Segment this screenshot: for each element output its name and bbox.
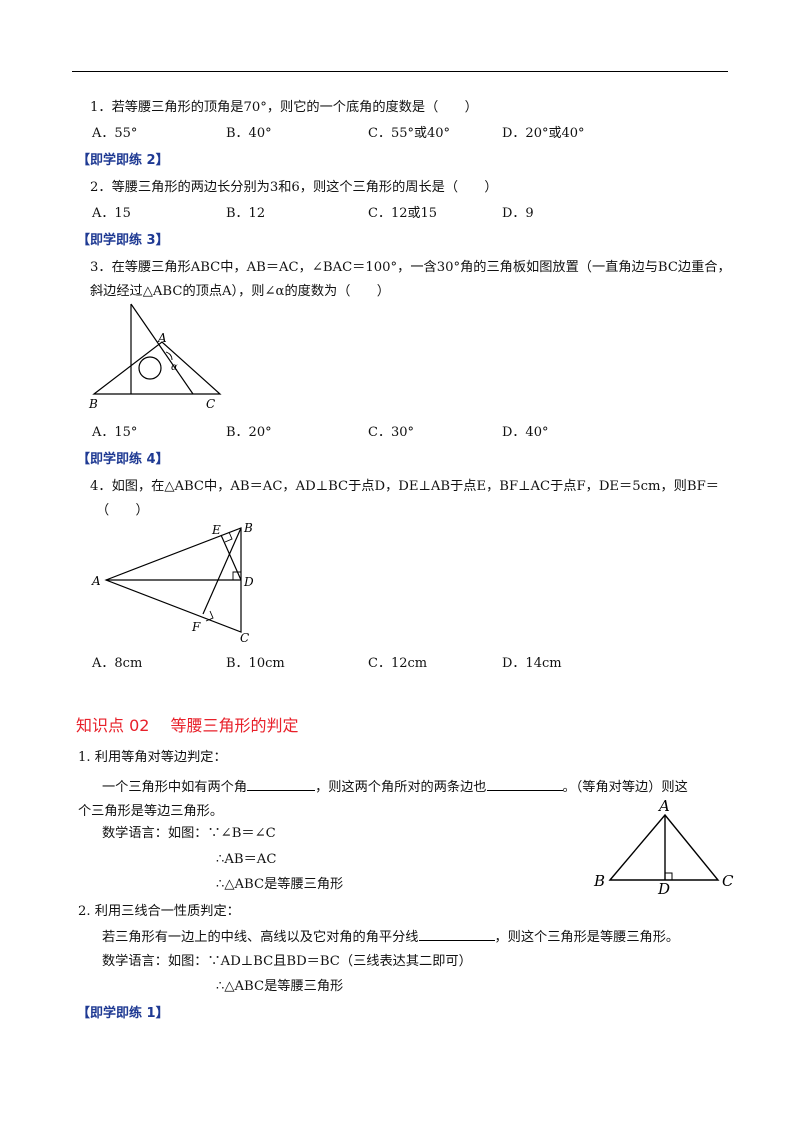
section-02-item1-step3: ∴△ABC是等腰三角形 — [216, 877, 344, 892]
section-02-item1-lang: 数学语言：如图：∵∠B＝∠C — [102, 826, 276, 841]
q3-option-d: D．40° — [502, 425, 549, 440]
q3-label-alpha: α — [171, 362, 178, 373]
item1-text-c: 。（等角对等边）则这 — [562, 780, 688, 795]
header-rule — [72, 71, 728, 72]
q2-option-c: C．12或15 — [368, 206, 438, 221]
q4-label-f: F — [191, 620, 201, 634]
section-02-item1-step2: ∴AB＝AC — [216, 852, 277, 867]
q1-option-d: D．20°或40° — [502, 126, 585, 141]
q3-alpha-arc — [165, 351, 173, 361]
practice-heading-1: 【即学即练 1】 — [77, 1006, 169, 1021]
q4-option-c: C．12cm — [368, 656, 428, 671]
q4-right-angle-e — [224, 531, 233, 543]
section-02-title: 知识点 02 等腰三角形的判定 — [76, 716, 299, 735]
q1-option-a: A．55° — [92, 126, 138, 141]
practice-heading-4: 【即学即练 4】 — [77, 452, 169, 467]
q4-figure: A B C D E F — [91, 521, 254, 645]
section-02-item2-lang: 数学语言：如图：∵AD⊥BC且BD＝BC（三线表达其二即可） — [102, 954, 472, 969]
q3-set-square-hole — [138, 356, 162, 380]
q4-segment-de — [220, 534, 242, 581]
practice-heading-2: 【即学即练 2】 — [77, 153, 169, 168]
section-02-triangle-abc — [608, 813, 720, 881]
q4-option-d: D．14cm — [502, 656, 562, 671]
q4-label-d: D — [243, 575, 254, 589]
q4-label-a: A — [91, 574, 101, 588]
q4-stem-line1: 4．如图，在△ABC中，AB＝AC，AD⊥BC于点D，DE⊥AB于点E，BF⊥A… — [90, 479, 719, 494]
section-02-item2-step2: ∴△ABC是等腰三角形 — [216, 979, 344, 994]
q4-option-b: B．10cm — [226, 656, 285, 671]
q3-label-c: C — [206, 397, 215, 411]
q2-option-d: D．9 — [502, 206, 534, 221]
q3-option-b: B．20° — [226, 425, 272, 440]
q2-option-b: B．12 — [226, 206, 266, 221]
q4-option-a: A．8cm — [92, 656, 143, 671]
practice-heading-3: 【即学即练 3】 — [77, 233, 169, 248]
q4-right-angle-f — [205, 610, 214, 622]
section-02-figure: A B C D — [593, 797, 734, 895]
section-02-item1-text: 一个三角形中如有两个角 ，则这两个角所对的两条边也 。（等角对等边）则这 — [102, 776, 688, 795]
section-02-item1-text-cont: 个三角形是等边三角形。 — [78, 804, 224, 819]
q3-label-a: A — [157, 331, 167, 345]
q3-stem-line2: 斜边经过△ABC的顶点A），则∠α的度数为（ ） — [90, 284, 390, 299]
blank-3 — [418, 927, 495, 941]
q4-stem-line2: （ ） — [96, 503, 149, 518]
section-02-label-b: B — [593, 872, 605, 890]
section-02-item1-title: 1. 利用等角对等边判定： — [78, 750, 227, 765]
q3-figure: A B C α — [88, 303, 222, 411]
section-02-label-d: D — [657, 880, 670, 895]
q3-label-b: B — [88, 397, 98, 411]
section-02-label-a: A — [657, 797, 670, 815]
q3-option-a: A．15° — [92, 425, 138, 440]
q2-option-a: A．15 — [92, 206, 131, 221]
q4-label-c: C — [240, 631, 249, 645]
q1-option-b: B．40° — [226, 126, 272, 141]
q3-triangle-abc — [92, 341, 222, 395]
q4-segment-bf — [202, 527, 242, 615]
q4-right-angle-d — [232, 571, 241, 580]
item2-text-a: 若三角形有一边上的中线、高线以及它对角的角平分线 — [102, 930, 419, 945]
blank-2 — [486, 777, 563, 791]
q2-stem: 2．等腰三角形的两边长分别为3和6，则这个三角形的周长是（ ） — [90, 180, 498, 195]
item2-text-b: ，则这个三角形是等腰三角形。 — [494, 930, 680, 945]
section-02-right-angle-d — [665, 872, 673, 880]
blank-1 — [247, 777, 316, 791]
q3-option-c: C．30° — [368, 425, 414, 440]
section-02-item2-text: 若三角形有一边上的中线、高线以及它对角的角平分线 ，则这个三角形是等腰三角形。 — [102, 926, 679, 945]
section-02-label-c: C — [722, 872, 734, 890]
q3-set-square-hypotenuse — [130, 303, 194, 395]
item1-text-a: 一个三角形中如有两个角 — [102, 780, 248, 795]
item1-text-b: ，则这两个角所对的两条边也 — [315, 780, 487, 795]
q3-stem-line1: 3．在等腰三角形ABC中，AB＝AC，∠BAC＝100°，一含30°角的三角板如… — [90, 260, 731, 275]
q1-option-c: C．55°或40° — [368, 126, 451, 141]
section-02-item2-title: 2. 利用三线合一性质判定： — [78, 904, 240, 919]
q4-label-e: E — [211, 523, 221, 537]
q4-label-b: B — [243, 521, 253, 535]
q1-stem: 1．若等腰三角形的顶角是70°，则它的一个底角的度数是（ ） — [90, 100, 478, 115]
